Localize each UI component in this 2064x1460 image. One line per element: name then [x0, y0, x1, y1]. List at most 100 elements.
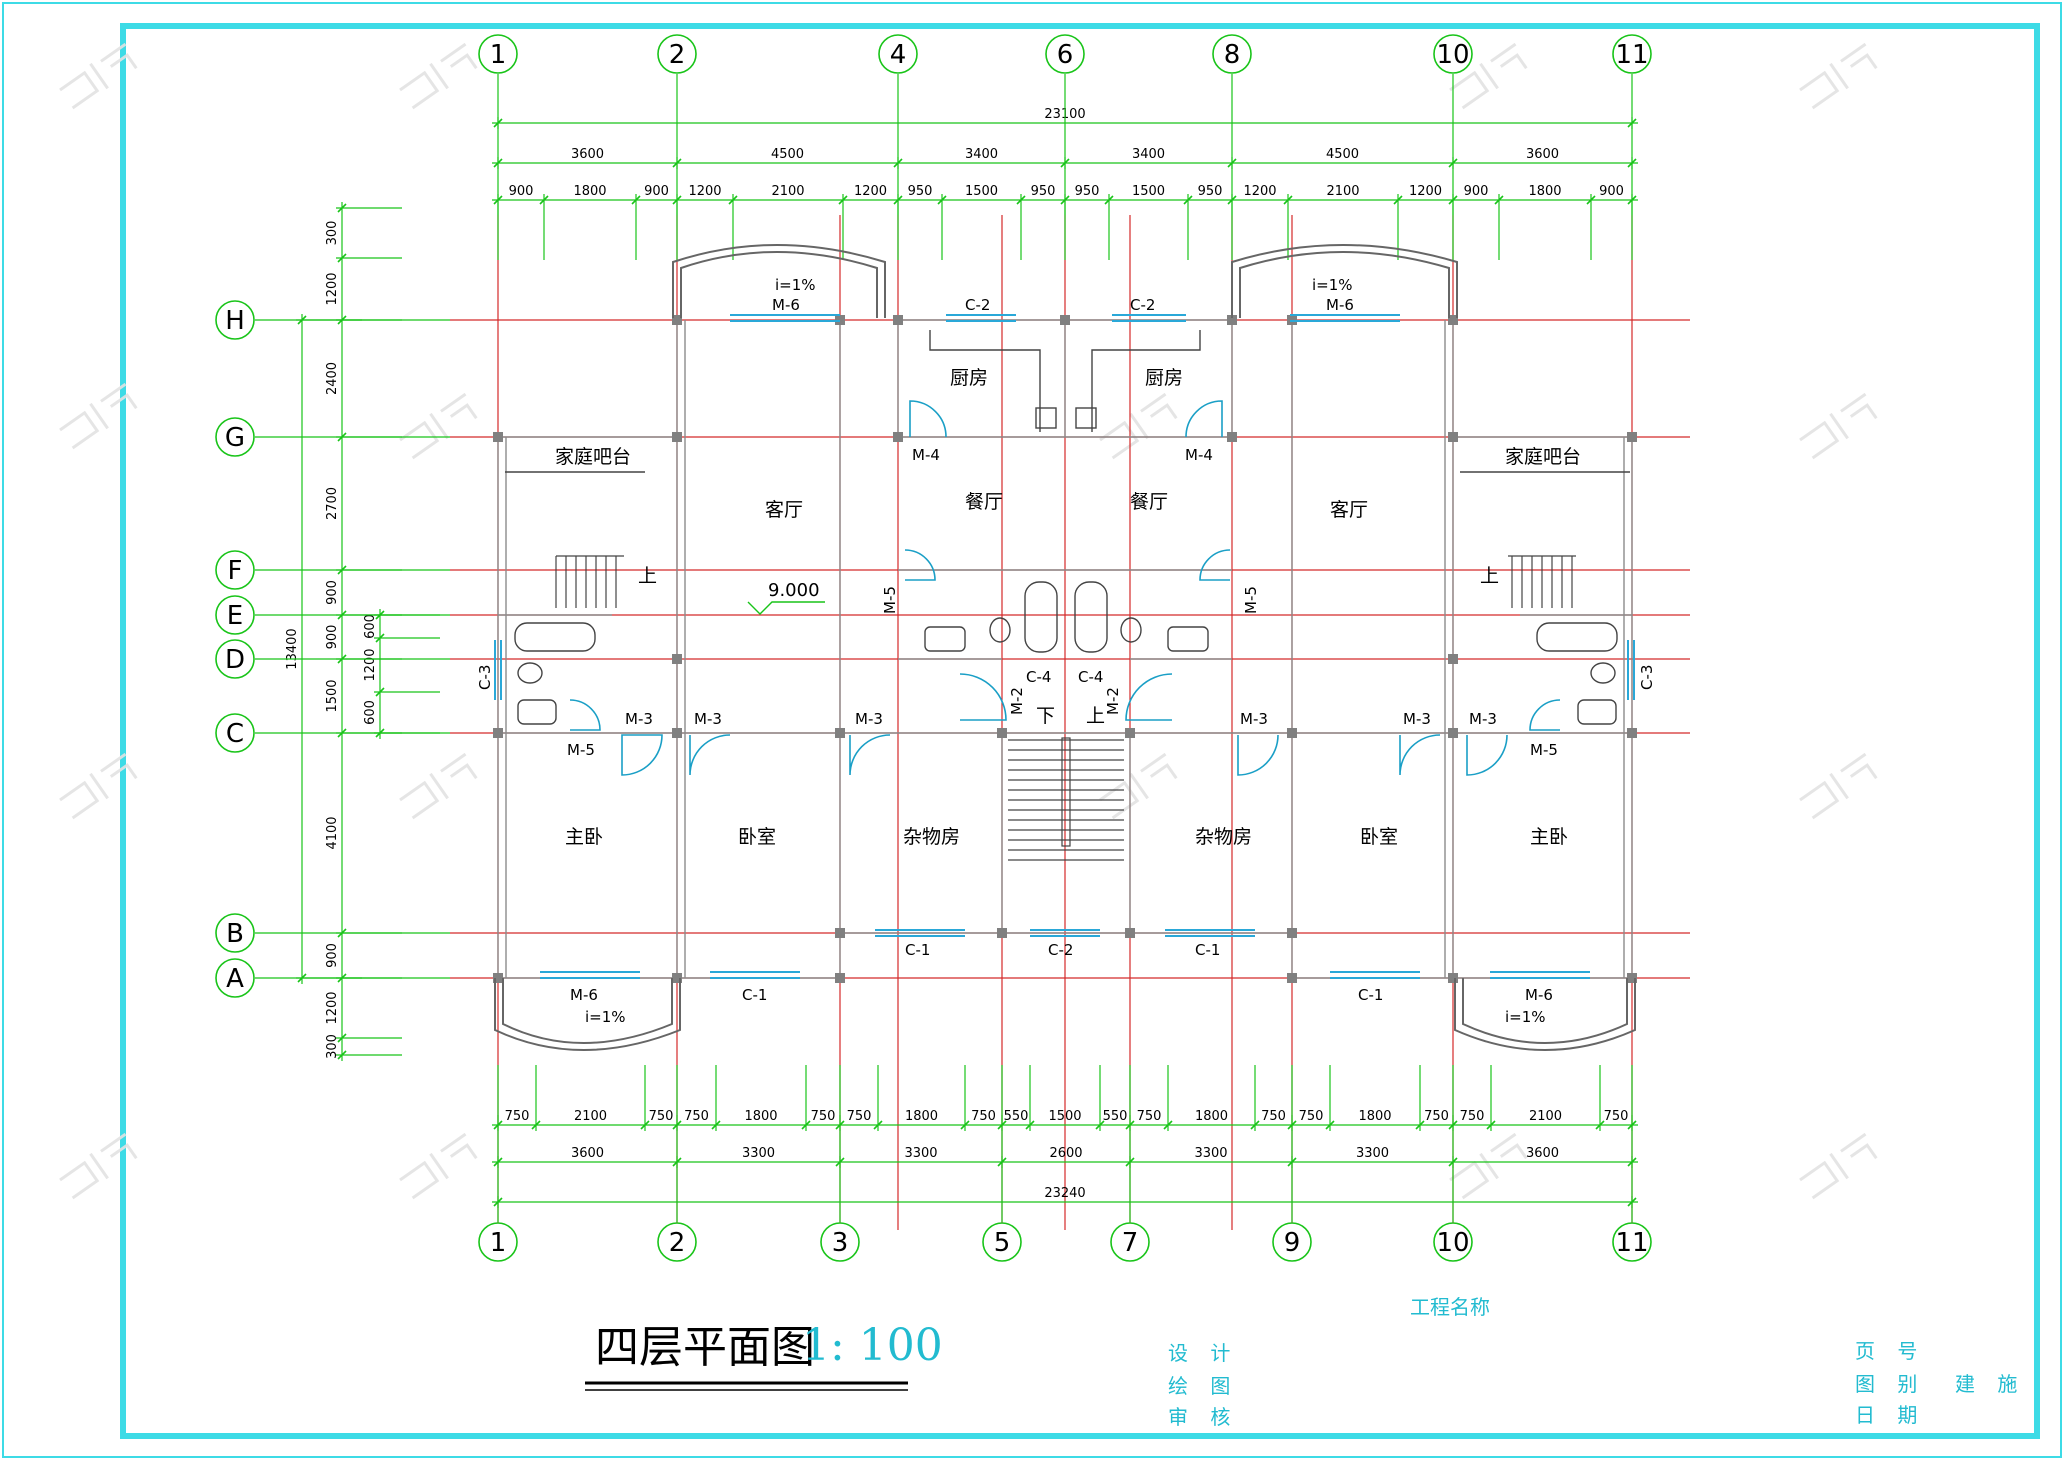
dim-bottom-details-label: 750	[1261, 1109, 1286, 1124]
axis-bubble-top-label: 10	[1436, 40, 1469, 70]
axis-bubble-bottom	[1433, 1222, 1473, 1262]
column	[1227, 315, 1237, 325]
column	[1287, 928, 1297, 938]
axis-bubble-left	[215, 417, 255, 457]
tag-m5-4: M-5	[1242, 586, 1260, 614]
door-m5-left	[904, 549, 936, 581]
room-labels: 厨房 厨房 家庭吧台 家庭吧台 客厅 客厅 餐厅 餐厅 主卧 主卧 卧室 卧室 …	[555, 367, 1581, 848]
column	[997, 728, 1007, 738]
tag-m6-4: M-6	[1525, 986, 1553, 1004]
axis-bubble-top	[478, 34, 518, 74]
column	[1227, 432, 1237, 442]
dim-bottom-bays-label: 3300	[742, 1146, 775, 1161]
dim-top-details-mark	[1104, 195, 1114, 205]
dim-top-details-label: 950	[908, 184, 933, 199]
dim-bottom-details-mark	[960, 1120, 970, 1130]
axis-bubble-top	[1433, 34, 1473, 74]
axis-bubble-left-label: E	[227, 601, 243, 631]
dim-bottom-details-mark	[1025, 1120, 1035, 1130]
axis-bubble-bottom-label: 10	[1436, 1228, 1469, 1258]
axis-bubble-left	[215, 639, 255, 679]
window-c1-mid-left	[875, 929, 965, 937]
toilet-center-right	[1120, 617, 1142, 643]
sink-right	[1075, 407, 1097, 429]
dim-top-details-mark	[539, 195, 549, 205]
dim-top-bays-label: 4500	[1326, 147, 1359, 162]
window-c2-left	[946, 314, 1016, 322]
tag-m6-3: M-6	[570, 986, 598, 1004]
dim-bottom-details-label: 750	[847, 1109, 872, 1124]
room-bedroom-left: 卧室	[738, 826, 776, 848]
dim-top-details-mark	[1393, 195, 1403, 205]
column	[1287, 728, 1297, 738]
axis-bubble-top-label: 11	[1615, 40, 1648, 70]
counter-left	[929, 330, 1041, 432]
doors	[569, 400, 1561, 776]
slope-1: i=1%	[775, 276, 816, 294]
windows	[494, 314, 1635, 979]
axis-bubble-left-label: H	[225, 306, 245, 336]
stair-up-center: 上	[1086, 705, 1105, 727]
axis-bubble-bottom	[820, 1222, 860, 1262]
dim-bottom-details-label: 550	[1103, 1109, 1128, 1124]
dim-top-details-mark	[1016, 195, 1026, 205]
axis-bubble-left-label: C	[226, 719, 244, 749]
category-label: 图 别	[1855, 1372, 1925, 1396]
basin-center-left	[924, 626, 966, 652]
axis-bubble-left	[215, 958, 255, 998]
axis-bubble-left-label: B	[226, 919, 244, 949]
dim-bottom-details-mark	[1486, 1120, 1496, 1130]
tag-m3-4: M-3	[1240, 710, 1268, 728]
window-m6-top-right	[1290, 314, 1400, 322]
dim-bottom-details-label: 2100	[574, 1109, 607, 1124]
stair-right	[1508, 555, 1576, 608]
tag-c1-1: C-1	[905, 941, 930, 959]
dim-bottom-details-mark	[640, 1120, 650, 1130]
column	[1627, 973, 1637, 983]
tag-m3-3: M-3	[855, 710, 883, 728]
room-master-right: 主卧	[1530, 826, 1568, 848]
bathtub-center-left	[1024, 581, 1058, 653]
door-m3-2	[689, 734, 731, 776]
column	[835, 928, 845, 938]
axis-bubble-bottom-label: 9	[1284, 1228, 1301, 1258]
axis-bubble-top-label: 6	[1057, 40, 1074, 70]
dim-top-bays-label: 3600	[571, 147, 604, 162]
column	[835, 728, 845, 738]
axis-bubble-bottom-label: 3	[832, 1228, 849, 1258]
stairs	[555, 555, 1576, 861]
axis-bubble-bottom-label: 7	[1122, 1228, 1139, 1258]
axis-bubble-left-label: A	[226, 964, 244, 994]
column	[997, 928, 1007, 938]
tag-c1-3: C-1	[742, 986, 767, 1004]
dim-bottom-details-mark	[711, 1120, 721, 1130]
toilet-left	[517, 662, 543, 684]
basin-center-right	[1167, 626, 1209, 652]
dim-bottom-details-label: 750	[649, 1109, 674, 1124]
dim-top-bays-label: 3400	[1132, 147, 1165, 162]
tag-m6-1: M-6	[772, 296, 800, 314]
stair-down-center: 下	[1036, 705, 1055, 727]
bathtub-center-right	[1074, 581, 1108, 653]
dim-bottom-details-label: 750	[811, 1109, 836, 1124]
balcony-bottom-left	[494, 978, 681, 1051]
column	[1060, 315, 1070, 325]
dim-left-segments-label: 900	[325, 943, 340, 968]
dim-bottom-details-mark	[1325, 1120, 1335, 1130]
column	[1448, 654, 1458, 664]
tag-c3-1: C-3	[476, 665, 494, 690]
wall-segment	[497, 437, 507, 978]
dim-top-details-mark	[631, 195, 641, 205]
dim-bottom-bays-label: 3300	[1356, 1146, 1389, 1161]
window-c1-bottom-left	[710, 971, 800, 979]
dim-top-details-mark	[1183, 195, 1193, 205]
dim-bottom-details-label: 750	[1424, 1109, 1449, 1124]
dim-bottom-details-label: 550	[1004, 1109, 1029, 1124]
axis-bubble-top-label: 2	[669, 40, 686, 70]
dim-left-segments-label: 300	[325, 1034, 340, 1059]
window-m6-bottom-left	[540, 971, 640, 979]
dim-bottom-details-mark	[1095, 1120, 1105, 1130]
slope-3: i=1%	[585, 1008, 626, 1026]
